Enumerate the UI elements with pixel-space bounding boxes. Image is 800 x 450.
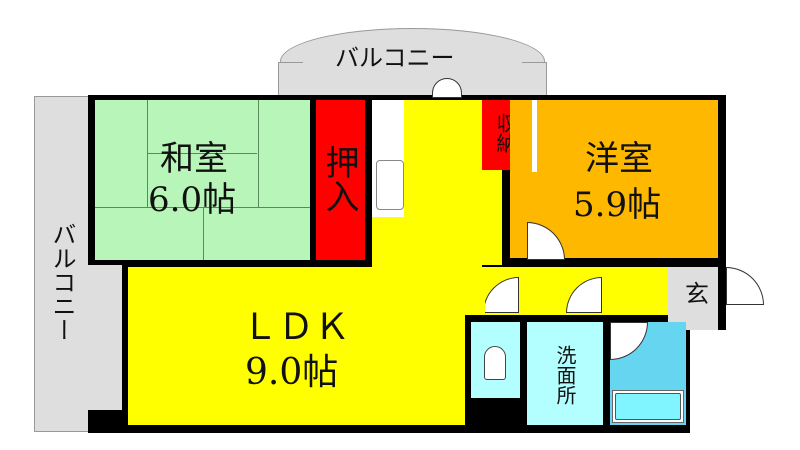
balcony-left-label: バルコニー [48,222,76,342]
youshitsu-size: 5.9帖 [573,185,662,225]
balcony-top-step-left [278,62,303,98]
entrance-door-icon [726,267,764,305]
room-senmenjo [527,322,603,425]
room-genkan [668,267,718,330]
oshiire-name: 押入 [319,145,359,213]
ldk-upper [372,262,482,267]
balcony-top-step-right [522,62,547,98]
washitsu-size: 6.0帖 [148,180,237,220]
bathtub-basin [615,393,681,420]
kitchen-sink-icon [376,160,404,210]
room-washitsu [95,100,310,260]
senmenjo-name: 洗面所 [553,345,577,405]
ldk-name: ＬＤＫ [242,307,351,348]
room-oshiire [316,100,365,260]
genkan-outside [690,330,726,433]
genkan-name: 玄 [685,280,709,308]
toilet-icon [484,346,506,380]
washitsu-name: 和室 [160,139,228,179]
balcony-left [34,96,90,432]
ldk-size: 9.0帖 [245,352,339,393]
balcony-top [280,28,545,98]
balcony-top-label: バルコニー [335,44,455,72]
youshitsu-name: 洋室 [585,139,653,179]
room-ldk [128,267,465,425]
balcony-cutout [88,265,122,410]
youshitsu-closet-doors [532,100,537,172]
ldk-hall-link [465,267,485,315]
